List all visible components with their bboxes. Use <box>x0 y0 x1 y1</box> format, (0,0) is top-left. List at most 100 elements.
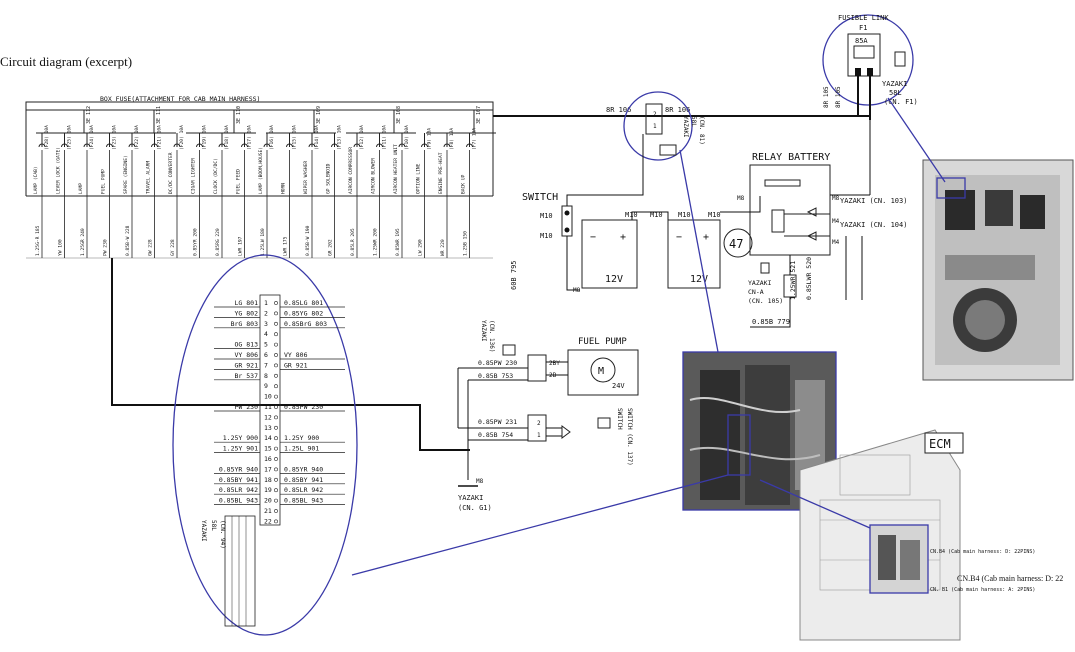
fuel-pump: FUEL PUMP M 24V 2BY 2B 0.85PW 230 0.85B … <box>457 320 639 512</box>
fuse-load: SPARE (ENGINE) <box>123 155 129 194</box>
fuel-pump-connector-maker: YAZAKI <box>480 320 487 342</box>
switch-terminal-6: M10 <box>708 211 721 219</box>
fuse-load: CIGAR LIGHTER <box>191 158 197 194</box>
fuel-pump-connector-name: (CN. 136) <box>488 320 495 353</box>
ground-g1-maker: YAZAKI <box>458 494 483 502</box>
relay-wire-521: 1.25WR 521 <box>789 261 797 300</box>
fuse-wire: LWR 197 <box>238 236 244 256</box>
fuse-wire: 0.85B-W 228 <box>125 225 131 256</box>
cn94-pin-number: 8 <box>264 372 268 380</box>
fuse-load: BACK UP <box>461 174 467 194</box>
fuse-group-label: 3E 108 <box>396 106 402 124</box>
fuse-wire: 1.25G-R 185 <box>35 225 41 256</box>
fuse-id: (F24) 10A <box>89 125 95 150</box>
diagram-title: Circuit diagram (excerpt) <box>0 54 132 69</box>
switch-label: SWITCH <box>522 192 558 203</box>
cn94-pin-row: 9 <box>264 382 278 390</box>
relay-cn104: YAZAKI (CN. 104) <box>840 221 907 229</box>
callout-number: 47 <box>729 237 743 251</box>
svg-text:−: − <box>676 232 682 243</box>
fuse-id: (F28) 10A <box>44 125 50 150</box>
cn81-name: (CN. 81) <box>698 116 705 145</box>
fuse-wire: 1.25LW 180 <box>260 228 266 256</box>
cn94-wire-right: VY 806 <box>284 351 308 359</box>
cn94-wire-right: 0.85BrG 803 <box>284 320 327 328</box>
fuse-load: AIRCON COMPRESSOR <box>348 147 354 194</box>
cn94-pin-number: 2 <box>264 309 268 317</box>
cn94-pin-number: 21 <box>264 507 272 515</box>
fuse-group-label: 3E 111 <box>156 106 162 124</box>
fuse-load: WIPER WASHER <box>303 161 309 194</box>
fuse-id: (F8) 10A <box>449 128 455 150</box>
cn94-pin-number: 11 <box>264 403 272 411</box>
relay-photo <box>922 159 1074 381</box>
fuse-id: (F25) 10A <box>67 125 73 150</box>
cn94-pin-number: 9 <box>264 382 268 390</box>
switch-terminal-1: M10 <box>540 212 553 220</box>
svg-text:2: 2 <box>653 111 657 118</box>
fuse-id: (F21) 10A <box>157 125 163 150</box>
cn94-wire-left: 0.85LR 942 <box>219 486 258 494</box>
box-fuse-label: BOX FUSE(ATTACHMENT FOR CAB MAIN HARNESS… <box>100 95 260 103</box>
cn81-wire-top2: 8R 106 <box>665 106 690 114</box>
cn94-wire-right: GR 921 <box>284 361 308 369</box>
fuel-switch-pin-1: 2 <box>537 420 541 427</box>
fuse-wire: GR 202 <box>328 239 334 256</box>
relay-battery: RELAY BATTERY M8 M8 M4 M4 YAZAKI (CN. 10… <box>720 152 907 328</box>
fuse-group-label: 3E 107 <box>476 106 482 124</box>
fuse-wire: 0.85WR 195 <box>395 228 401 256</box>
cn94-wire-left: OG 813 <box>235 341 259 349</box>
fuse-id: (F20) 10A <box>179 125 185 150</box>
svg-text:−: − <box>590 232 596 243</box>
cn94-pin-number: 5 <box>264 341 268 349</box>
cn81-type: 58L <box>690 116 697 127</box>
fuse-wire: GW 228 <box>148 239 154 256</box>
cn94-wire-left: 0.85YR 940 <box>219 465 258 473</box>
cn94-pin-number: 14 <box>264 434 272 442</box>
fusible-link: FUSIBLE LINK F1 85A YAZAKI 58L (CN. F1) … <box>822 14 918 195</box>
cn94-wire-right: 0.85LR 942 <box>284 486 323 494</box>
fuse-id: (F22) 10A <box>134 125 140 150</box>
cn94-wire-left: LG 801 <box>235 299 259 307</box>
fuse-wire: YW 100 <box>58 239 64 256</box>
cn94-maker: YAZAKI <box>200 520 207 542</box>
fuse-load: DC/DC CONVERTER <box>168 152 174 194</box>
svg-text:+: + <box>703 232 709 243</box>
cn94-pin-number: 16 <box>264 455 272 463</box>
fuse-unit: (F22) 10A SPARE (ENGINE) 0.85B-W 228 <box>123 125 140 258</box>
fuel-pump-wire-1: 0.85PW 230 <box>478 359 517 367</box>
cn94-wire-left: YG 802 <box>235 309 259 317</box>
battery-2-voltage: 12V <box>690 274 708 285</box>
cn94-wire-left: GR 921 <box>235 361 259 369</box>
ecm-note-1: CN.B4 (Cab main harness: D: 22PINS) <box>930 549 1035 555</box>
fusible-link-maker: YAZAKI <box>882 80 907 88</box>
relay-terminal-m8-a: M8 <box>737 195 745 202</box>
fuse-id: (F7) 10A <box>472 128 478 150</box>
fuse-load: FUEL PUMP <box>101 169 107 194</box>
fuse-load: GP SOLENOID <box>326 163 332 194</box>
fuse-wire: WR 220 <box>440 239 446 256</box>
cn94-pin-number: 22 <box>264 517 272 525</box>
fuel-switch-wire-2: 0.85B 754 <box>478 431 513 439</box>
fusible-link-type: 58L <box>889 89 902 97</box>
fuse-load: ENGINE PRE-HEAT <box>438 152 444 194</box>
cn94-pin-row: 12 <box>264 413 278 421</box>
cn94-wire-left: BrG 803 <box>231 320 258 328</box>
cn94-wire-right: 0.85YR 940 <box>284 465 323 473</box>
main-power-line: 8R 106 8R 106 21 YAZAKI 58L (CN. 81) <box>493 91 870 190</box>
fuse-id: (F10) 10A <box>404 125 410 150</box>
relay-cn105-cn: (CN. 105) <box>748 297 783 305</box>
battery-wire-label: 60B 795 <box>510 260 518 290</box>
fuel-switch-wire-1: 0.85PW 231 <box>478 418 517 426</box>
